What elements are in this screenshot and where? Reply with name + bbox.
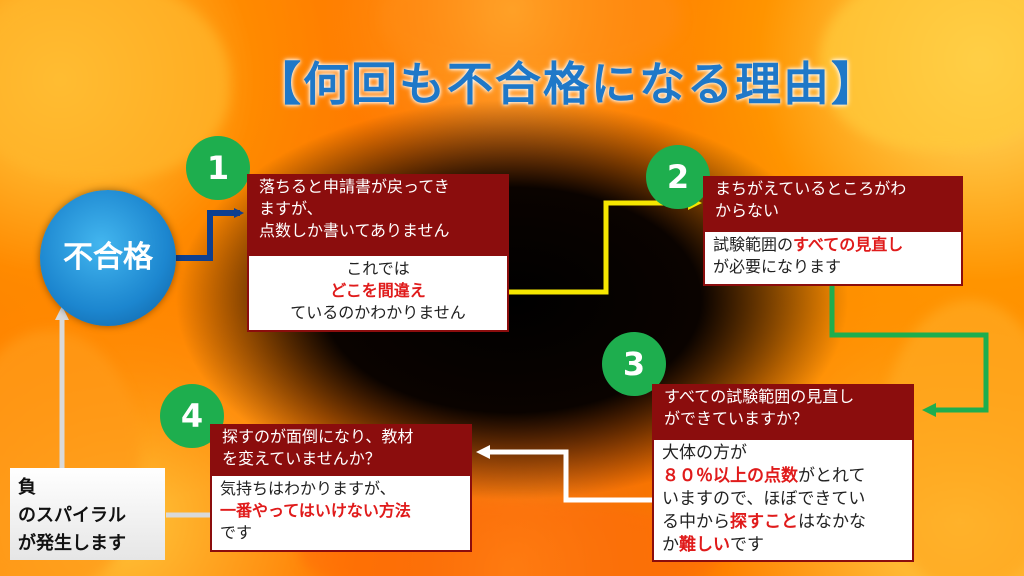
step-3-body-line5: か難しいです — [662, 534, 904, 557]
step-1-number: 1 — [186, 136, 250, 200]
arrow-start-to-step1 — [176, 208, 244, 261]
step-1-header-line3: 点数しか書いてありません — [259, 221, 450, 240]
step-3-body-line4-suffix: はなかな — [798, 512, 866, 532]
step-4-body-highlight: 一番やってはいけない方法 — [220, 501, 411, 520]
spiral-line3: が発生します — [18, 533, 126, 554]
step-3-body-highlight-difficult: 難しい — [679, 535, 730, 555]
page-title: 【何回も不合格になる理由】 — [255, 57, 879, 111]
step-1-header-line1: 落ちると申請書が戻ってき — [259, 177, 450, 196]
step-3-body-line4-prefix: る中から — [662, 512, 730, 532]
step-4-header: 探すのが面倒になり、教材 を変えていませんか？ — [210, 424, 472, 474]
step-2-body-line1: 試験範囲のすべての見直し — [713, 234, 953, 256]
step-3-header: すべての試験範囲の見直し ができていますか？ — [652, 384, 914, 438]
arrow-step1-to-step2 — [508, 196, 702, 295]
step-2-header-line1: まちがえているところがわ — [715, 179, 907, 198]
step-3-body-line5-prefix: か — [662, 535, 679, 555]
step-1-header-line2: ますが、 — [259, 199, 323, 218]
step-2-number: 2 — [646, 145, 710, 209]
flame-top-right — [820, 0, 1024, 150]
step-1-body-highlight: どこを間違え — [330, 281, 426, 300]
step-2-body-line2: が必要になります — [713, 257, 842, 276]
step-4-header-line2: を変えていませんか？ — [222, 449, 381, 468]
step-1-body-line1: これでは — [346, 259, 410, 278]
step-3-body-highlight-score: ８０％以上の点数 — [662, 466, 798, 486]
step-3-body-highlight-search: 探すこと — [730, 512, 798, 532]
step-3-body-line2-suffix: がとれて — [798, 466, 866, 486]
step-3-body-line4: る中から探すことはなかな — [662, 511, 904, 534]
step-1-body-line3: ているのかわかりません — [290, 303, 466, 322]
step-3-body-line5-suffix: です — [730, 535, 764, 555]
flame-top-center — [380, 0, 680, 70]
step-4-body-line3: です — [220, 523, 253, 542]
arrow-step2-to-step3 — [829, 286, 989, 417]
step-4-header-line1: 探すのが面倒になり、教材 — [222, 427, 414, 446]
step-1-body: これでは どこを間違え ているのかわかりません — [247, 254, 509, 332]
step-3-body-line2: ８０％以上の点数がとれて — [662, 465, 904, 488]
step-2-body-highlight: すべての見直し — [793, 235, 904, 254]
step-4-body: 気持ちはわかりますが、 一番やってはいけない方法 です — [210, 474, 472, 552]
spiral-line2: のスパイラル — [18, 505, 126, 526]
step-3-number: 3 — [602, 332, 666, 396]
step-1-header: 落ちると申請書が戻ってき ますが、 点数しか書いてありません — [247, 174, 509, 254]
step-3-header-line1: すべての試験範囲の見直し — [664, 387, 855, 406]
step-2-header-line2: からない — [715, 201, 780, 220]
step-3-body-line3: いますので、ほぼできてい — [662, 489, 866, 509]
negative-spiral-label: 負 のスパイラル が発生します — [10, 468, 165, 560]
step-3-header-line2: ができていますか？ — [664, 409, 809, 428]
arrow-step3-to-step4 — [476, 445, 652, 503]
step-3-body-line1: 大体の方が — [662, 443, 747, 463]
step-3-body: 大体の方が ８０％以上の点数がとれて いますので、ほぼできてい る中から探すこと… — [652, 438, 914, 562]
step-2-body: 試験範囲のすべての見直し が必要になります — [703, 230, 963, 286]
step-4-body-line1: 気持ちはわかりますが、 — [220, 479, 396, 498]
step-2-body-prefix: 試験範囲の — [713, 235, 794, 254]
fail-circle: 不合格 — [40, 190, 176, 326]
step-2-header: まちがえているところがわ からない — [703, 176, 963, 230]
spiral-line1: 負 — [18, 477, 36, 498]
